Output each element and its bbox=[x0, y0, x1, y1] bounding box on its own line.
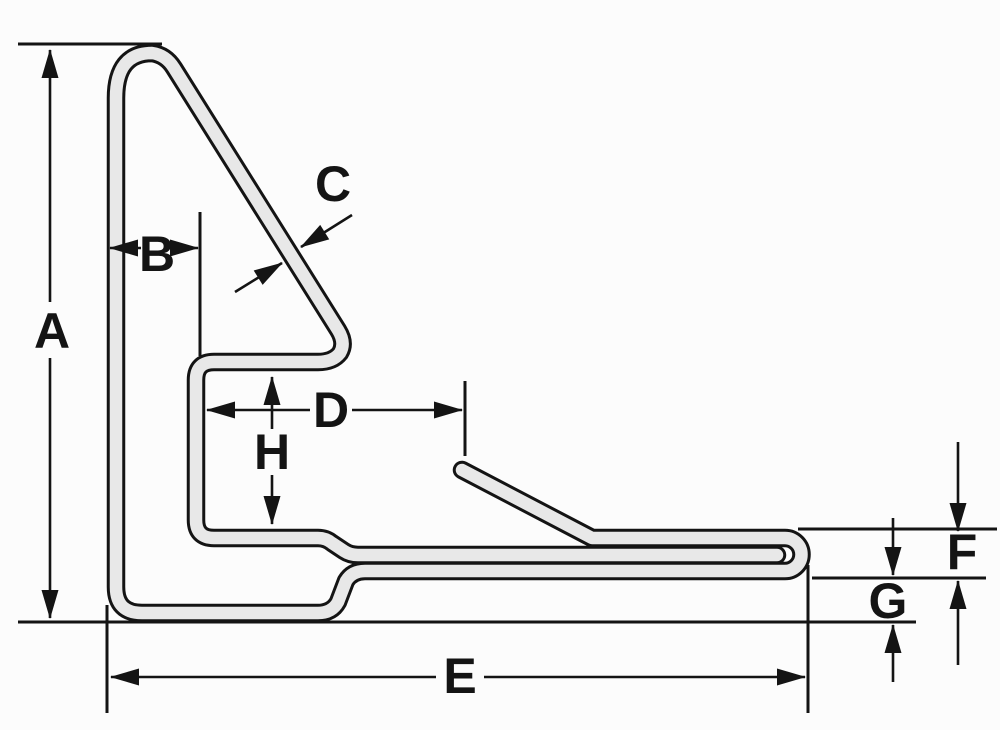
dim-label-g: G bbox=[869, 573, 908, 629]
dimension-A: A bbox=[34, 49, 70, 619]
dim-c-leader-upper bbox=[300, 213, 353, 249]
dimension-C: C bbox=[234, 156, 353, 294]
dimension-H: H bbox=[254, 376, 290, 525]
dim-label-e: E bbox=[443, 648, 476, 704]
dim-label-a: A bbox=[34, 303, 70, 359]
dimension-D: D bbox=[206, 382, 463, 438]
dimension-B: B bbox=[109, 226, 199, 282]
dim-label-d: D bbox=[313, 382, 349, 438]
dimension-F: F bbox=[947, 442, 978, 665]
profile-cross-section bbox=[106, 43, 811, 623]
extension-lines bbox=[18, 42, 997, 713]
dimension-E: E bbox=[110, 648, 806, 704]
dim-c-leader-lower bbox=[234, 261, 283, 294]
dimension-G: G bbox=[869, 518, 908, 682]
dim-label-h: H bbox=[254, 424, 290, 480]
dim-label-f: F bbox=[947, 524, 978, 580]
dim-label-b: B bbox=[139, 226, 175, 282]
profile-material-fill bbox=[109, 46, 808, 620]
dim-label-c: C bbox=[315, 156, 351, 212]
